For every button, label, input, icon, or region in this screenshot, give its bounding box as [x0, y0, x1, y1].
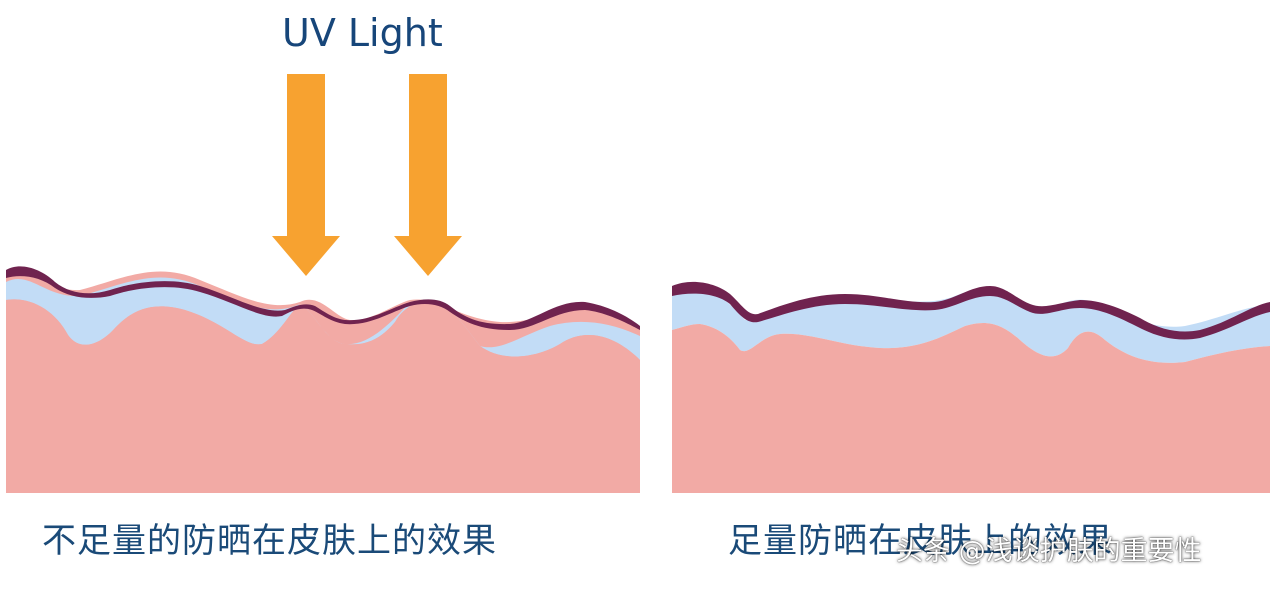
uv-arrow-1 — [272, 74, 340, 276]
watermark: 头条 @浅谈护肤的重要性 — [896, 536, 1202, 567]
left-skin-top — [6, 299, 640, 493]
uv-light-title: UV Light — [282, 11, 443, 55]
left-sunscreen-layer — [6, 277, 640, 360]
right-surface-layer — [672, 281, 1270, 340]
left-panel — [6, 74, 640, 493]
caption-insufficient-sunscreen: 不足量的防晒在皮肤上的效果 — [42, 521, 497, 561]
uv-arrow-2 — [394, 74, 462, 276]
caption-sufficient-sunscreen: 足量防晒在皮肤上的效果 — [728, 521, 1113, 561]
right-panel — [672, 281, 1270, 493]
right-skin — [672, 322, 1270, 493]
left-surface-layer — [6, 266, 640, 330]
